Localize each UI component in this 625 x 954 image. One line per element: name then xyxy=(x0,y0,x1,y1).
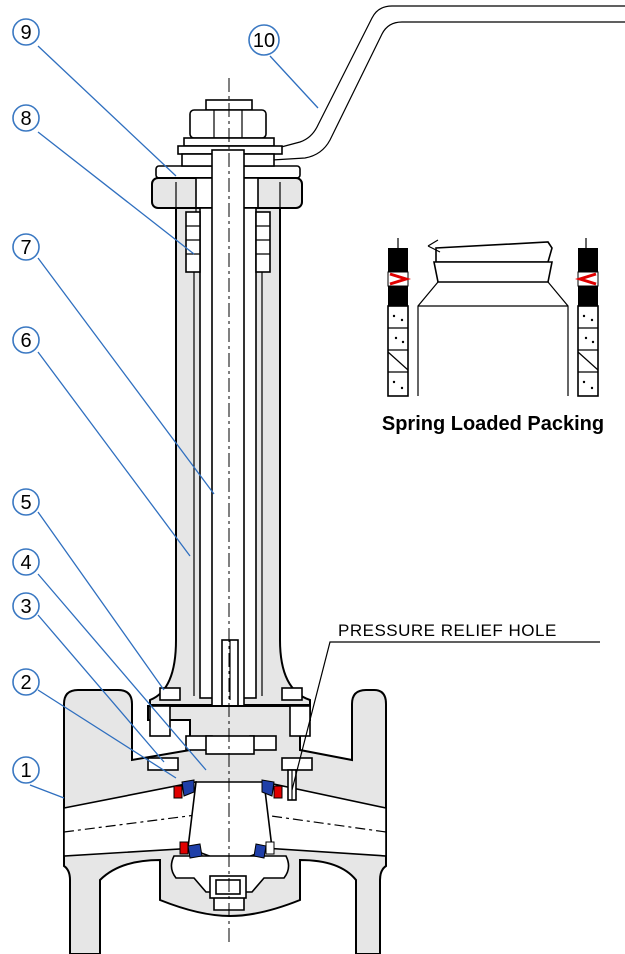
svg-text:1: 1 xyxy=(20,760,31,782)
svg-text:3: 3 xyxy=(20,596,31,618)
seal-blue-upper-right xyxy=(261,779,275,797)
packing-black-right-bottom xyxy=(578,286,598,306)
spring-packing-inset: Spring Loaded Packing xyxy=(382,238,604,435)
callout-4: 4 xyxy=(12,548,40,576)
seat-seals xyxy=(173,779,283,859)
packing-black-right-top xyxy=(578,248,598,272)
callout-bubbles: 1 2 3 4 5 6 7 8 xyxy=(12,18,280,784)
callout-1: 1 xyxy=(12,756,40,784)
callout-8: 8 xyxy=(12,104,40,132)
leader-lines xyxy=(29,45,319,799)
callout-6: 6 xyxy=(12,326,40,354)
svg-text:6: 6 xyxy=(20,330,31,352)
spring-red-right xyxy=(574,272,597,286)
pressure-relief-label: PRESSURE RELIEF HOLE xyxy=(338,621,557,640)
seal-lower-right xyxy=(265,841,275,855)
callout-3: 3 xyxy=(12,592,40,620)
callout-10: 10 xyxy=(248,24,280,56)
valve-body xyxy=(63,689,387,954)
pressure-relief-annotation: PRESSURE RELIEF HOLE xyxy=(291,621,600,791)
stem xyxy=(211,149,245,711)
svg-text:8: 8 xyxy=(20,108,31,130)
packing-black-left-top xyxy=(388,248,408,272)
lever-handle xyxy=(269,5,625,161)
svg-text:4: 4 xyxy=(20,552,31,574)
seal-red-lower-left xyxy=(179,841,189,855)
spring-red-left xyxy=(389,272,412,286)
callout-5: 5 xyxy=(12,488,40,516)
packing-hatch-right xyxy=(582,314,595,390)
svg-text:9: 9 xyxy=(20,22,31,44)
svg-text:5: 5 xyxy=(20,492,31,514)
seal-blue-lower-right xyxy=(253,843,267,859)
svg-text:7: 7 xyxy=(20,237,31,259)
svg-text:2: 2 xyxy=(20,672,31,694)
body-bonnet-joint xyxy=(147,687,313,801)
packing-black-left-bottom xyxy=(388,286,408,306)
seal-red-upper-left xyxy=(173,785,183,799)
callout-2: 2 xyxy=(12,668,40,696)
inset-caption: Spring Loaded Packing xyxy=(382,413,604,435)
seal-blue-lower-left xyxy=(187,843,203,859)
callout-7: 7 xyxy=(12,233,40,261)
packing-hatch-left xyxy=(392,314,405,390)
svg-text:10: 10 xyxy=(253,30,275,52)
seal-red-upper-right xyxy=(273,785,283,799)
seal-blue-upper-left xyxy=(181,779,195,797)
callout-9: 9 xyxy=(12,18,40,46)
